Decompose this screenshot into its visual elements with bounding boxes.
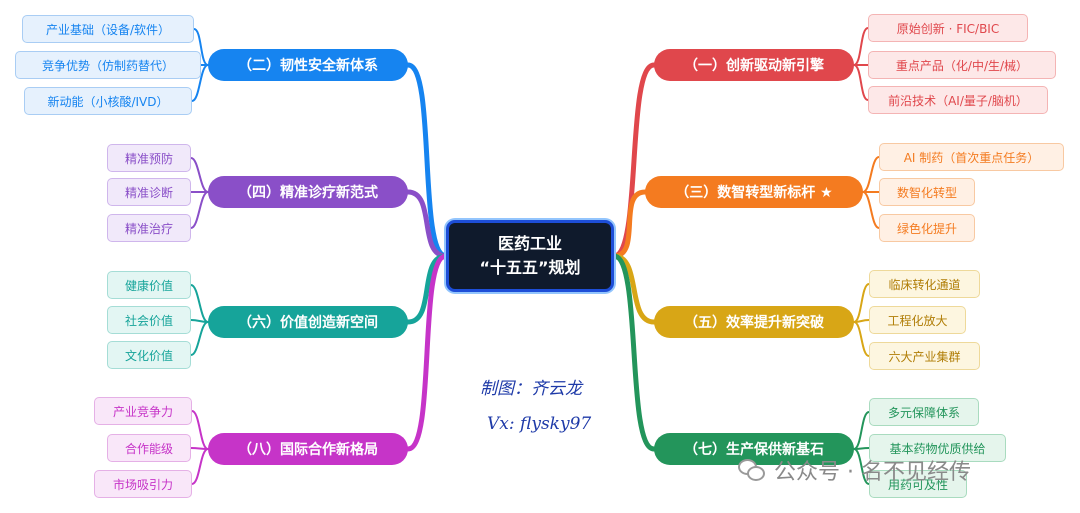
leaf-node[interactable]: 精准诊断 [107,178,191,206]
leaf-node[interactable]: 临床转化通道 [869,270,980,298]
leaf-node[interactable]: 新动能（小核酸/IVD） [24,87,192,115]
leaf-connector [853,448,870,485]
leaf-node[interactable]: 工程化放大 [869,306,966,334]
central-topic-line2: “十五五”规划 [479,258,581,277]
trunk-line [611,189,648,259]
central-topic[interactable]: 医药工业 “十五五”规划 [446,220,614,292]
leaf-node[interactable]: 六大产业集群 [869,342,980,370]
leaf-node[interactable]: 绿色化提升 [879,214,975,242]
leaf-node[interactable]: 数智化转型 [879,178,975,206]
leaf-node[interactable]: 产业基础（设备/软件） [22,15,194,43]
leaf-connector [193,28,209,66]
leaf-node[interactable]: 产业竞争力 [94,397,192,425]
leaf-connector [190,284,209,323]
leaf-node[interactable]: 基本药物优质供给 [869,434,1006,462]
trunk-line [405,253,449,325]
trunk-line [405,253,449,452]
leaf-connector [853,411,870,450]
leaf-node[interactable]: 健康价值 [107,271,191,299]
leaf-node[interactable]: 社会价值 [107,306,191,334]
leaf-connector [191,410,209,450]
leaf-connector [191,448,209,485]
leaf-connector [853,64,869,101]
trunk-line [405,62,449,259]
trunk-line [611,253,657,452]
branch-node[interactable]: （五）效率提升新突破 [654,306,854,338]
leaf-connector [190,321,209,356]
branch-node[interactable]: （七）生产保供新基石 [654,433,854,465]
wechat-icon [738,459,766,481]
leaf-node[interactable]: 合作能级 [107,434,191,462]
author-contact: Vx: flysky97 [487,414,592,434]
leaf-node[interactable]: 多元保障体系 [869,398,979,426]
leaf-connector [862,191,880,229]
leaf-connector [190,157,209,193]
leaf-connector [190,191,209,229]
leaf-node[interactable]: 精准预防 [107,144,191,172]
leaf-node[interactable]: 前沿技术（AI/量子/脑机） [868,86,1048,114]
trunk-line [611,62,657,259]
branch-node[interactable]: （一）创新驱动新引擎 [654,49,854,81]
branch-node[interactable]: （三）数智转型新标杆 ★ [645,176,863,208]
leaf-node[interactable]: 原始创新 · FIC/BIC [868,14,1028,42]
leaf-connector [853,321,870,357]
author-credit: 制图：齐云龙 [480,379,582,399]
leaf-node[interactable]: 竞争优势（仿制药替代） [15,51,201,79]
central-topic-line1: 医药工业 [497,234,562,253]
branch-node[interactable]: （六）价值创造新空间 [208,306,408,338]
leaf-connector [190,447,209,450]
leaf-node[interactable]: 市场吸引力 [94,470,192,498]
leaf-connector [862,156,880,193]
branch-node[interactable]: （二）韧性安全新体系 [208,49,408,81]
leaf-connector [191,64,209,102]
leaf-node[interactable]: AI 制药（首次重点任务） [879,143,1064,171]
watermark-text: 公众号 · 名不见经传 [774,460,971,485]
leaf-node[interactable]: 重点产品（化/中/生/械） [868,51,1056,79]
leaf-node[interactable]: 用药可及性 [869,470,967,498]
branch-node[interactable]: （四）精准诊疗新范式 [208,176,408,208]
trunk-line [405,189,449,259]
watermark: 公众号 · 名不见经传 [738,452,971,488]
leaf-node[interactable]: 精准治疗 [107,214,191,242]
leaf-node[interactable]: 文化价值 [107,341,191,369]
leaf-connector [853,27,869,66]
trunk-line [611,253,657,325]
leaf-connector [853,283,870,323]
branch-node[interactable]: （八）国际合作新格局 [208,433,408,465]
